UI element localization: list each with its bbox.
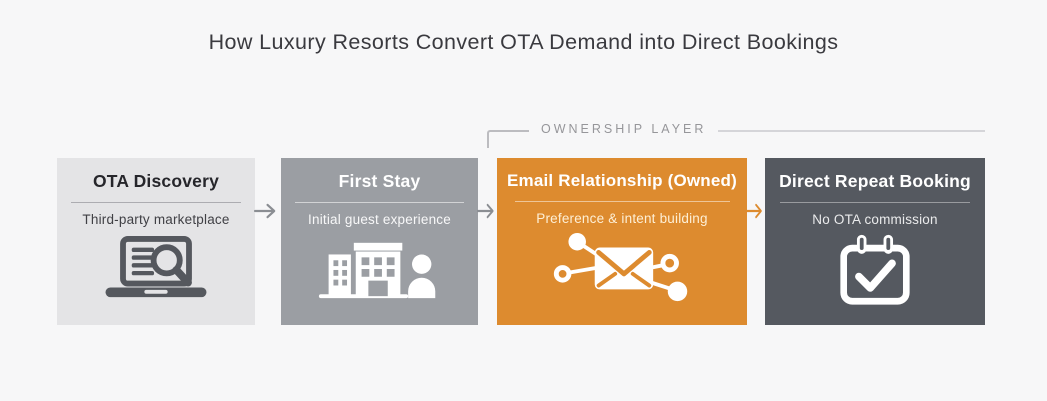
step-email-relationship: Email Relationship (Owned) Preference & … (497, 158, 747, 325)
step-first-stay: First Stay Initial guest experience (281, 158, 478, 325)
ownership-bracket-corner (487, 130, 529, 148)
hotel-guest-icon (281, 233, 478, 305)
arrow-right-icon (746, 201, 766, 221)
step-title: OTA Discovery (92, 171, 220, 191)
divider (514, 201, 730, 202)
step-subtitle: Preference & intent building (536, 211, 708, 226)
step-title: Direct Repeat Booking (779, 171, 971, 191)
divider (70, 202, 242, 203)
laptop-search-icon (57, 233, 255, 305)
divider (780, 202, 970, 203)
ownership-layer-annotation: OWNERSHIP LAYER (487, 122, 985, 148)
step-ota-discovery: OTA Discovery Third-party marketplace (57, 158, 255, 325)
email-network-icon (497, 232, 747, 304)
divider (294, 202, 465, 203)
ownership-layer-label: OWNERSHIP LAYER (541, 122, 707, 136)
ownership-layer-line (718, 130, 985, 132)
step-subtitle: Third-party marketplace (82, 212, 230, 227)
step-title: First Stay (338, 171, 421, 191)
calendar-check-icon (765, 233, 985, 305)
arrow-right-icon (254, 201, 281, 221)
arrow-right-icon (477, 201, 498, 221)
step-subtitle: No OTA commission (812, 212, 938, 227)
step-subtitle: Initial guest experience (308, 212, 451, 227)
step-title: Email Relationship (Owned) (506, 171, 737, 190)
page-title: How Luxury Resorts Convert OTA Demand in… (208, 30, 839, 54)
step-direct-repeat-booking: Direct Repeat Booking No OTA commission (765, 158, 985, 325)
